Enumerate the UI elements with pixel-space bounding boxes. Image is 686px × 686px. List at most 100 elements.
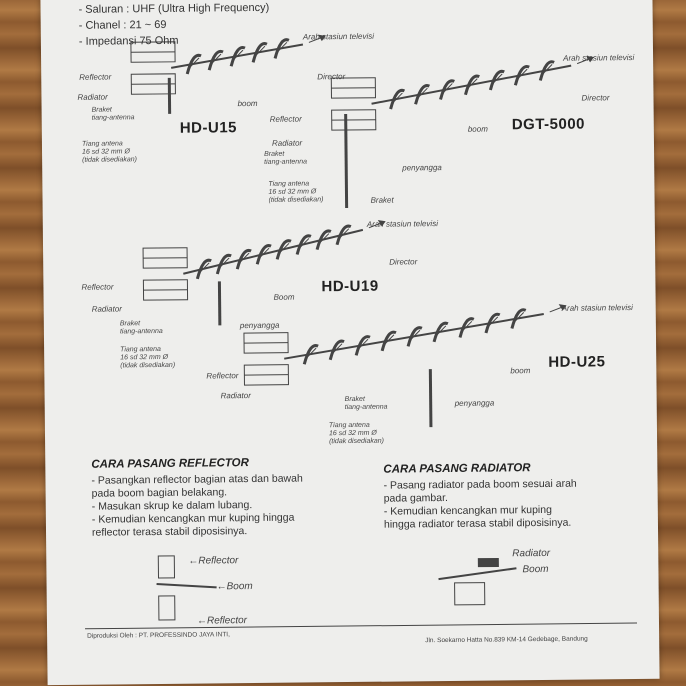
hdu15-reflector-label: Reflector	[79, 72, 112, 82]
reflector-instructions: - Pasangkan reflector bagian atas dan ba…	[91, 472, 303, 539]
hdu25-director-rod	[357, 338, 369, 350]
dgt5000-braket-bottom-label: Braket	[370, 195, 394, 205]
hdu19-reflector-label: Reflector	[81, 282, 114, 292]
dgt5000-director-element	[439, 79, 455, 100]
hdu25-director-element	[458, 317, 475, 338]
hdu15-direction-label: Arah stasiun televisi	[302, 31, 375, 42]
reflector-section-title: CARA PASANG REFLECTOR	[91, 457, 249, 471]
hdu25-director-element	[354, 335, 371, 356]
hdu19-director-element	[255, 244, 272, 265]
hdu15-director-element	[229, 46, 246, 67]
hdu15-director-rod	[188, 57, 200, 69]
hdu25-director-element	[510, 308, 527, 329]
radiator-section-title: CARA PASANG RADIATOR	[383, 462, 531, 476]
hdu19-director-element	[275, 239, 292, 260]
hdu19-director-rod	[338, 228, 350, 240]
hdu25-director-rod	[461, 320, 473, 332]
hdu25-director-element	[432, 321, 449, 343]
hdu25-radiator-label: Radiator	[220, 391, 251, 401]
hdu25-director-element	[328, 339, 345, 361]
fig-radiator-clamp	[477, 557, 499, 568]
dgt5000-model-title: DGT-5000	[511, 115, 586, 134]
hdu19-director-rod	[198, 262, 210, 274]
hdu25-director-rod	[383, 334, 395, 346]
hdu15-director-element	[185, 53, 202, 75]
dgt5000-arrow-head	[586, 55, 594, 63]
dgt5000-director-rod	[491, 73, 503, 85]
hdu19-director-element	[315, 229, 332, 251]
dgt5000-direction-label: Arah stasiun televisi	[563, 53, 635, 63]
fig-reflector-boom	[156, 583, 217, 589]
hdu19-arrow-head	[377, 220, 386, 227]
fig-radiator-label: Radiator	[512, 547, 551, 560]
hdu25-director-element	[380, 330, 397, 352]
instruction-sheet: - Saluran : UHF (Ultra High Frequency) -…	[40, 0, 660, 686]
hdu19-director-element	[295, 234, 312, 255]
fig-radiator-boom	[438, 567, 517, 581]
hdu15-director-rod	[210, 53, 222, 65]
hdu25-director-element	[302, 344, 319, 365]
hdu25-model-title: HD-U25	[548, 353, 606, 371]
footer-producer: Diproduksi Oleh : PT. PROFESSINDO JAYA I…	[87, 631, 230, 640]
dgt5000-director-rod	[392, 92, 403, 104]
dgt5000-director-rod	[442, 83, 453, 94]
hdu25-director-rod	[487, 316, 499, 328]
dgt5000-reflector-label: Reflector	[269, 114, 302, 124]
hdu19-director-rod	[278, 242, 290, 254]
hdu15-boom-label: boom	[237, 98, 258, 109]
dgt5000-director-element	[538, 60, 555, 81]
antenna-illustrations	[85, 34, 638, 630]
dgt5000-boom-label: boom	[467, 124, 488, 134]
hdu15-director-label: Director	[317, 72, 346, 82]
dgt5000-director-rod	[417, 87, 428, 99]
hdu19-director-rod	[298, 238, 310, 249]
fig-boom-label: ←Boom	[216, 581, 253, 593]
hdu19-penyangga-label: penyangga	[239, 320, 280, 331]
dgt5000-director-rod	[541, 64, 553, 75]
hdu15-director-element	[251, 42, 268, 63]
dgt5000-director-element	[513, 65, 530, 86]
hdu19-boom-line	[183, 228, 364, 275]
hdu19-director-element	[235, 248, 252, 270]
spec-line-impedansi: - Impedansi 75 Ohm	[78, 34, 179, 48]
hdu25-boom-label: boom	[510, 366, 531, 376]
dgt5000-director-element	[414, 84, 431, 105]
dgt5000-penyangga-label: penyangga	[402, 163, 442, 173]
hdu15-radiator-label: Radiator	[77, 92, 108, 102]
hdu19-director-element	[195, 258, 212, 280]
fig-reflector-top-label: ←Reflector	[188, 555, 239, 567]
dgt5000-mast	[344, 114, 349, 209]
hdu15-director-element	[273, 38, 290, 59]
spec-line-saluran: - Saluran : UHF (Ultra High Frequency)	[78, 1, 270, 16]
footer-rule	[85, 622, 638, 630]
hdu15-director-rod	[254, 45, 266, 57]
hdu25-director-element	[484, 312, 501, 334]
dgt5000-director-element	[488, 69, 505, 91]
hdu25-direction-label: Arah stasiun televisi	[561, 303, 633, 313]
hdu25-director-rod	[331, 343, 343, 355]
hdu15-arrow-head	[317, 34, 326, 42]
spec-line-chanel: - Chanel : 21 ~ 69	[78, 18, 167, 32]
hdu19-boom-label: Boom	[273, 292, 295, 302]
fig-reflector-bottom-label: ←Reflector	[196, 615, 248, 627]
dgt5000-director-rod	[516, 68, 528, 80]
fig-reflector-bottom-frame	[158, 595, 176, 621]
hdu25-director-rod	[435, 325, 447, 337]
hdu25-mast	[428, 369, 433, 428]
hdu19-director-rod	[218, 257, 230, 269]
hdu19-model-title: HD-U19	[321, 277, 379, 296]
hdu15-director-element	[207, 49, 224, 71]
radiator-instructions: - Pasang radiator pada boom sesuai arah …	[383, 477, 577, 531]
dgt5000-director-element	[464, 74, 480, 96]
dgt5000-director-element	[389, 88, 406, 110]
hdu19-director-rod	[258, 247, 270, 259]
hdu25-reflector-label: Reflector	[206, 371, 239, 381]
hdu19-director-rod	[238, 252, 250, 264]
hdu15-director-rod	[232, 49, 244, 61]
